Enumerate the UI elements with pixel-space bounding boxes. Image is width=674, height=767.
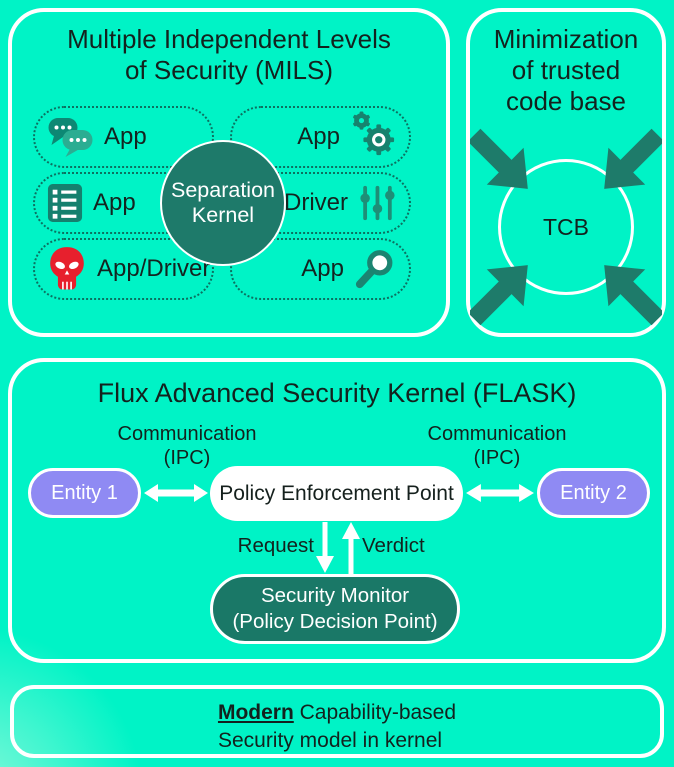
mils-cell-app-list: App [33,172,214,234]
up-arrow-icon [342,522,360,574]
monitor-line2: (Policy Decision Point) [232,610,438,633]
mils-cell-app-chat: App [33,106,214,168]
monitor-line1: Security Monitor [260,584,410,607]
cell-label: App [93,189,136,216]
tcb-title: Minimization of trusted code base [470,24,662,117]
cell-label: App/Driver [97,255,211,282]
tcb-circle-label: TCB [543,214,589,240]
tcb-title-line2: of trusted [511,55,621,85]
cell-label: App [297,123,340,150]
footer-text: Modern Capability-based Security model i… [218,699,456,755]
kernel-label-line1: Separation [171,178,275,202]
comm-right-line1: Communication [427,423,567,445]
flask-title: Flux Advanced Security Kernel (FLASK) [97,378,577,408]
communication-ipc-right-label: Communication (IPC) [412,422,582,470]
request-label: Request [237,534,314,557]
entity1-pill: Entity 1 [28,468,141,518]
comm-right-line2: (IPC) [473,447,521,469]
mils-cell-app-driver-skull: App/Driver [33,238,214,300]
mils-cell-app-gears: App [230,106,411,168]
footer-emphasis: Modern [217,701,294,724]
kernel-label-line2: Kernel [191,203,255,227]
tcb-title-line3: code base [506,86,626,116]
comm-left-line2: (IPC) [163,447,211,469]
tcb-circle [498,159,634,295]
mils-title-line1: Multiple Independent Levels [67,24,391,54]
communication-ipc-left-label: Communication (IPC) [102,422,272,470]
mils-title-line2: of Security (MILS) [124,55,334,85]
mils-panel: Multiple Independent Levels of Security … [8,8,450,337]
cell-label: App [301,255,344,282]
cell-label: App [104,123,147,150]
cell-label: Driver [284,189,348,216]
tcb-title-line1: Minimization [493,24,639,54]
security-monitor-pill: Security Monitor (Policy Decision Point) [210,574,460,644]
double-arrow-right-icon [466,484,534,502]
verdict-label: Verdict [362,534,425,557]
request-verdict-arrows [316,522,360,574]
flask-panel: Flux Advanced Security Kernel (FLASK) Co… [8,358,666,663]
double-arrow-left-icon [144,484,208,502]
down-arrow-icon [316,522,334,573]
footer-line1: Modern Capability-based [218,699,456,727]
separation-kernel-circle: Separation Kernel [160,140,286,266]
magnifier-icon [355,250,393,289]
footer-panel: Modern Capability-based Security model i… [10,685,664,758]
policy-enforcement-point-pill: Policy Enforcement Point [210,466,463,521]
mils-title: Multiple Independent Levels of Security … [12,24,446,86]
footer-line1-rest: Capability-based [293,701,457,724]
checklist-icon [47,184,83,222]
comm-left-line1: Communication [117,423,257,445]
chat-bubbles-icon [48,118,93,157]
inward-arrows-icon [470,128,662,326]
mils-cell-app-search: App [230,238,411,300]
footer-line2: Security model in kernel [217,729,443,752]
skull-icon [50,247,84,290]
gears-icon [353,111,395,156]
tcb-minimization-panel: Minimization of trusted code base TCB [466,8,666,337]
sliders-icon [360,185,395,221]
entity2-pill: Entity 2 [537,468,650,518]
